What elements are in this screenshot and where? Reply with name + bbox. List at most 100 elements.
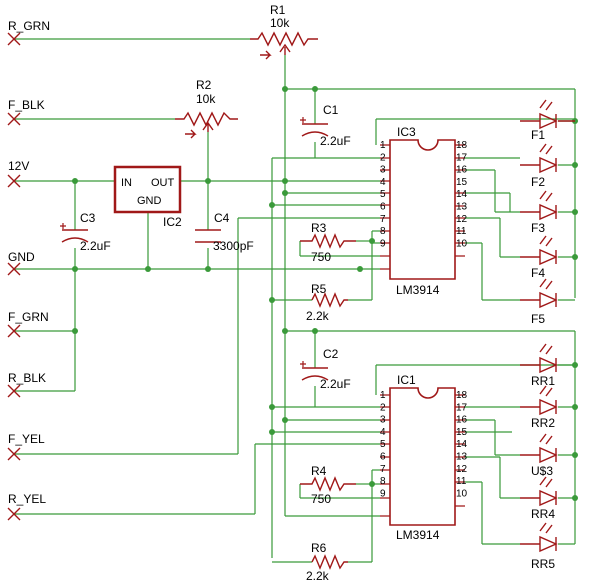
ic1-pin-12: 12 bbox=[456, 464, 468, 475]
ic1-pin-7: 7 bbox=[380, 464, 386, 475]
c4-value: 3300pF bbox=[213, 239, 254, 253]
ic2-pin-out: OUT bbox=[151, 177, 175, 189]
ic1-pin-16: 16 bbox=[456, 415, 468, 426]
ic3-pin-17: 17 bbox=[456, 152, 468, 163]
r3-name: R3 bbox=[311, 221, 327, 235]
c2-name: C2 bbox=[323, 347, 339, 361]
port-label-r-blk: R_BLK bbox=[8, 371, 46, 385]
r4-value: 750 bbox=[311, 492, 331, 506]
ic3-pin-11: 11 bbox=[456, 226, 467, 237]
ic1-chip bbox=[389, 387, 456, 526]
c4-capacitor bbox=[195, 229, 221, 243]
junction-dots bbox=[72, 86, 578, 501]
led-label-f3: F3 bbox=[531, 221, 545, 235]
cap-polarity bbox=[60, 117, 306, 367]
r3-resistor bbox=[300, 233, 356, 249]
ic3-name: IC3 bbox=[397, 125, 416, 139]
leds bbox=[520, 99, 575, 553]
led-u3 bbox=[520, 433, 558, 464]
c1-capacitor bbox=[301, 123, 329, 137]
r4-resistor bbox=[300, 476, 356, 492]
ic1-pin-5: 5 bbox=[380, 439, 386, 450]
ic1-pin-11: 11 bbox=[456, 476, 467, 487]
r3-value: 750 bbox=[311, 250, 331, 264]
ic1-pin-6: 6 bbox=[380, 452, 386, 463]
ic-pin-stubs bbox=[380, 144, 465, 517]
ic3-pin-10: 10 bbox=[456, 238, 468, 249]
ic1-pin-17: 17 bbox=[456, 402, 468, 413]
ic3-pin-9: 9 bbox=[380, 238, 386, 249]
led-rr1 bbox=[520, 343, 558, 374]
labels: R_GRN F_BLK 12V GND F_GRN R_BLK F_YEL R_… bbox=[8, 3, 555, 583]
port-label-12v: 12V bbox=[8, 159, 29, 173]
ic1-pin-10: 10 bbox=[456, 488, 468, 499]
c2-value: 2.2uF bbox=[320, 377, 351, 391]
r2-resistor bbox=[175, 111, 238, 127]
ic1-name: IC1 bbox=[397, 373, 416, 387]
ic1-pin-13: 13 bbox=[456, 452, 468, 463]
port-label-r-grn: R_GRN bbox=[8, 19, 50, 33]
ic1-pin-15: 15 bbox=[456, 427, 468, 438]
ic2-regulator bbox=[113, 165, 182, 214]
ic1-pin-8: 8 bbox=[380, 476, 386, 487]
r4-name: R4 bbox=[311, 464, 327, 478]
port-markers bbox=[7, 32, 21, 521]
led-label-rr4: RR4 bbox=[531, 507, 555, 521]
parts bbox=[61, 31, 356, 570]
r1-resistor bbox=[250, 31, 318, 47]
port-label-gnd: GND bbox=[8, 250, 35, 264]
led-f5 bbox=[520, 278, 558, 309]
ic1-pin-3: 3 bbox=[380, 415, 386, 426]
led-label-rr5: RR5 bbox=[531, 557, 555, 571]
r6-value: 2.2k bbox=[306, 569, 330, 583]
ic3-pin-12: 12 bbox=[456, 214, 468, 225]
wires bbox=[14, 38, 576, 563]
ic3-pin-8: 8 bbox=[380, 226, 386, 237]
port-label-f-grn: F_GRN bbox=[8, 310, 49, 324]
c3-name: C3 bbox=[80, 211, 96, 225]
ic3-pin-1: 1 bbox=[380, 140, 386, 151]
r5-name: R5 bbox=[311, 282, 327, 296]
ic3-part: LM3914 bbox=[396, 283, 440, 297]
port-label-f-blk: F_BLK bbox=[8, 98, 45, 112]
c1-value: 2.2uF bbox=[320, 134, 351, 148]
port-label-f-yel: F_YEL bbox=[8, 432, 45, 446]
ic3-pin-18: 18 bbox=[456, 140, 468, 151]
ic3-pin-5: 5 bbox=[380, 189, 386, 200]
led-rr4 bbox=[520, 476, 558, 507]
c2-capacitor bbox=[301, 367, 329, 381]
ic3-pin-6: 6 bbox=[380, 202, 386, 213]
r6-name: R6 bbox=[311, 541, 327, 555]
ic3-pin-14: 14 bbox=[456, 189, 468, 200]
ic2-pin-gnd: GND bbox=[137, 195, 162, 207]
ic1-pin-4: 4 bbox=[380, 427, 386, 438]
ic-pin-numbers: 1234567891817161514131211101234567891817… bbox=[380, 140, 468, 499]
led-f3 bbox=[520, 190, 558, 221]
ic1-part: LM3914 bbox=[396, 528, 440, 542]
c3-capacitor bbox=[61, 229, 89, 243]
c4-name: C4 bbox=[214, 211, 230, 225]
r5-resistor bbox=[311, 292, 348, 308]
ic1-pin-2: 2 bbox=[380, 402, 386, 413]
led-rr5 bbox=[520, 522, 558, 553]
port-label-r-yel: R_YEL bbox=[8, 492, 46, 506]
ic3-pin-15: 15 bbox=[456, 177, 468, 188]
ic3-pin-16: 16 bbox=[456, 165, 468, 176]
led-rr2 bbox=[520, 385, 558, 416]
ic3-pin-7: 7 bbox=[380, 214, 386, 225]
c1-name: C1 bbox=[323, 103, 339, 117]
ic1-pin-9: 9 bbox=[380, 488, 386, 499]
led-label-f5: F5 bbox=[531, 312, 545, 326]
r1-wiper-arrow bbox=[279, 43, 291, 55]
r2-name: R2 bbox=[196, 78, 212, 92]
ic3-pin-3: 3 bbox=[380, 165, 386, 176]
ic1-pin-14: 14 bbox=[456, 439, 468, 450]
ic1-pin-1: 1 bbox=[380, 390, 386, 401]
r5-value: 2.2k bbox=[306, 309, 330, 323]
led-label-f2: F2 bbox=[531, 175, 545, 189]
led-label-u3: U$3 bbox=[531, 464, 553, 478]
ic3-pin-4: 4 bbox=[380, 177, 386, 188]
led-label-rr1: RR1 bbox=[531, 374, 555, 388]
